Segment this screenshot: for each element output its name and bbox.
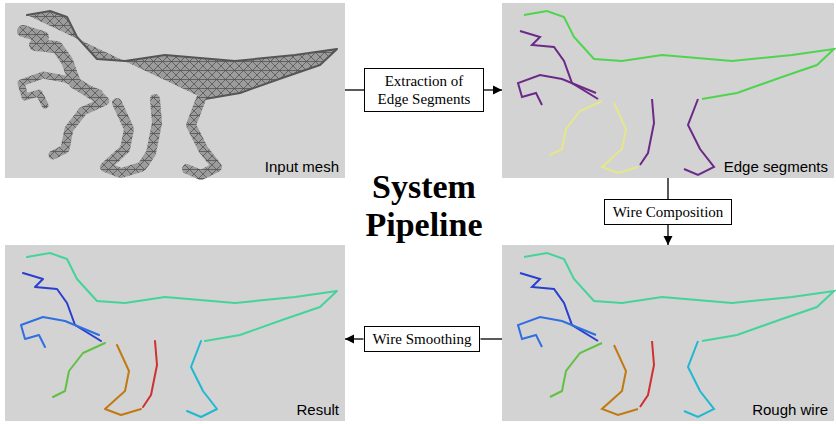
step-box: Wire Smoothing	[364, 326, 481, 352]
arrowhead	[663, 236, 672, 245]
image-panel: Input mesh	[5, 3, 345, 178]
panel-ground	[5, 3, 345, 178]
arrowhead	[345, 335, 354, 344]
connector	[345, 335, 364, 344]
connector-line	[667, 178, 668, 199]
panel-ground	[502, 245, 834, 421]
smooth-wire-drawing	[21, 253, 337, 417]
mesh-dinosaur	[21, 11, 337, 175]
step-label: Wire Smoothing	[373, 330, 472, 348]
step-label: Wire Composition	[613, 203, 724, 221]
image-panel: Edge segments	[502, 3, 834, 178]
image-panel: Result	[5, 245, 345, 421]
connector-line	[480, 338, 502, 339]
panel-label: Rough wire	[752, 401, 828, 418]
panel-label: Input mesh	[265, 158, 339, 175]
diagram-title: System Pipeline	[339, 168, 509, 244]
connector-line	[345, 89, 364, 90]
panel-ground	[5, 245, 345, 421]
connector	[663, 225, 672, 245]
panel-ground	[502, 3, 834, 178]
arrowhead	[493, 86, 502, 95]
step-box: Wire Composition	[604, 199, 733, 225]
connector	[484, 86, 502, 95]
connector	[480, 339, 502, 340]
connector	[345, 90, 364, 91]
image-panel: Rough wire	[502, 245, 834, 421]
edge-segment-drawing	[518, 11, 834, 175]
panel-label: Result	[296, 401, 339, 418]
panel-label: Edge segments	[724, 158, 828, 175]
rough-wire-drawing	[518, 253, 834, 417]
step-label: Extraction of Edge Segments	[373, 72, 475, 108]
connector	[667, 178, 668, 199]
step-box: Extraction of Edge Segments	[364, 68, 484, 112]
